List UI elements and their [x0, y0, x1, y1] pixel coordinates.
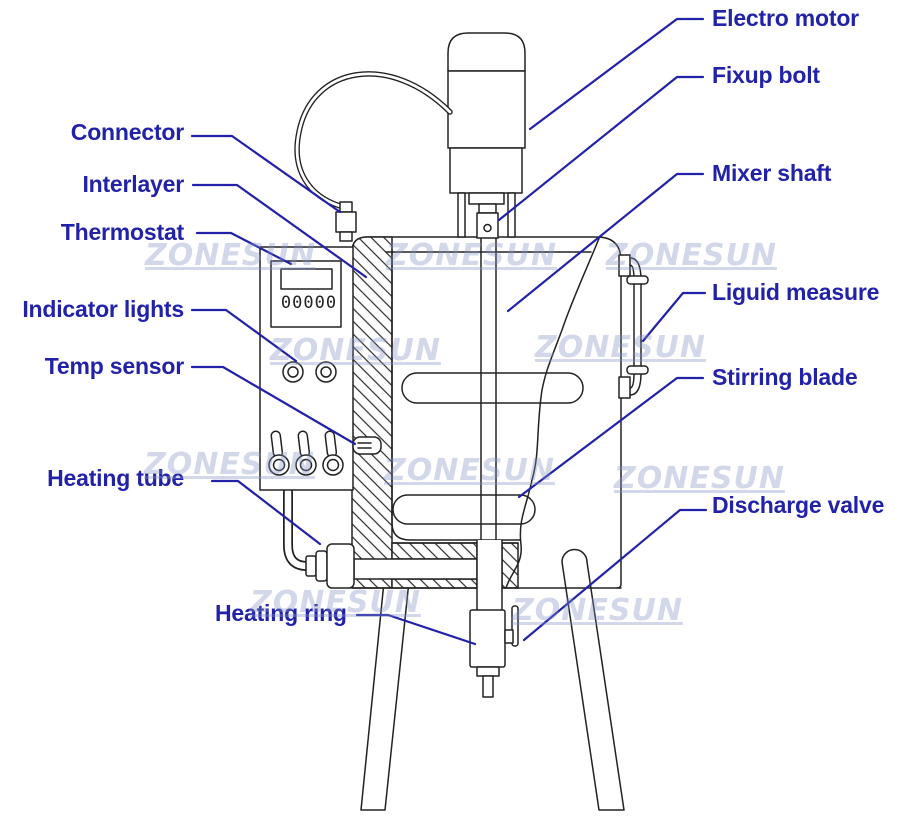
- interlayer-hatch-left: [351, 236, 393, 589]
- leader-mixer-shaft: [506, 172, 705, 313]
- leader-connector: [190, 134, 342, 214]
- inner-vessel: [385, 249, 592, 541]
- heating-rod: [353, 558, 478, 580]
- liquid-measure-part: [618, 254, 649, 399]
- heating-ring-part: [469, 609, 506, 668]
- leader-stirring-blade: [517, 376, 705, 499]
- connector-part: [294, 71, 453, 242]
- interlayer-hatch-bottom-a: [391, 542, 478, 560]
- label-heating-ring: Heating ring: [215, 600, 347, 626]
- label-temp-sensor: Temp sensor: [44, 353, 184, 379]
- leader-electro-motor: [528, 17, 705, 131]
- control-panel: [259, 246, 354, 491]
- label-thermostat: Thermostat: [60, 219, 184, 245]
- mixer-shaft-part: [480, 237, 497, 541]
- electro-motor-part: [447, 32, 526, 239]
- label-stirring-blade: Stirring blade: [712, 364, 858, 390]
- label-electro-motor: Electro motor: [712, 5, 859, 31]
- leader-heating-ring: [355, 613, 477, 646]
- right-leg: [561, 548, 625, 811]
- heating-tube-part: [283, 487, 478, 589]
- leader-thermostat: [195, 231, 293, 266]
- leader-temp-sensor: [190, 365, 357, 446]
- leader-discharge-valve: [522, 508, 708, 642]
- thermostat-display-value: 00000: [281, 293, 337, 313]
- label-heating-tube: Heating tube: [47, 465, 184, 491]
- toggle-switches: [268, 430, 344, 476]
- leader-fixup-bolt: [497, 75, 705, 222]
- cutaway-curve: [505, 235, 601, 589]
- label-indicator-lights: Indicator lights: [22, 296, 184, 322]
- interlayer-hatch-bottom-c: [501, 542, 519, 589]
- label-liguid-measure: Liguid measure: [712, 279, 880, 305]
- label-discharge-valve: Discharge valve: [712, 492, 885, 518]
- leader-liguid-measure: [641, 291, 707, 343]
- tank-body: [351, 236, 622, 589]
- label-connector: Connector: [70, 119, 184, 145]
- temp-sensor-part: [352, 436, 382, 455]
- leader-heating-tube: [210, 479, 322, 546]
- discharge-valve-part: [469, 539, 519, 698]
- label-mixer-shaft: Mixer shaft: [712, 160, 832, 186]
- stirring-blade-lower: [392, 494, 536, 525]
- thermostat-part: [270, 260, 342, 328]
- label-fixup-bolt: Fixup bolt: [712, 62, 820, 88]
- leader-interlayer: [191, 183, 368, 279]
- indicator-lights-part: [282, 361, 337, 383]
- interlayer-hatch-bottom-b: [391, 578, 478, 589]
- label-interlayer: Interlayer: [82, 171, 184, 197]
- stirring-blade-upper: [401, 372, 584, 404]
- leader-indicator-lights: [190, 308, 298, 363]
- leader-lines: [190, 17, 708, 646]
